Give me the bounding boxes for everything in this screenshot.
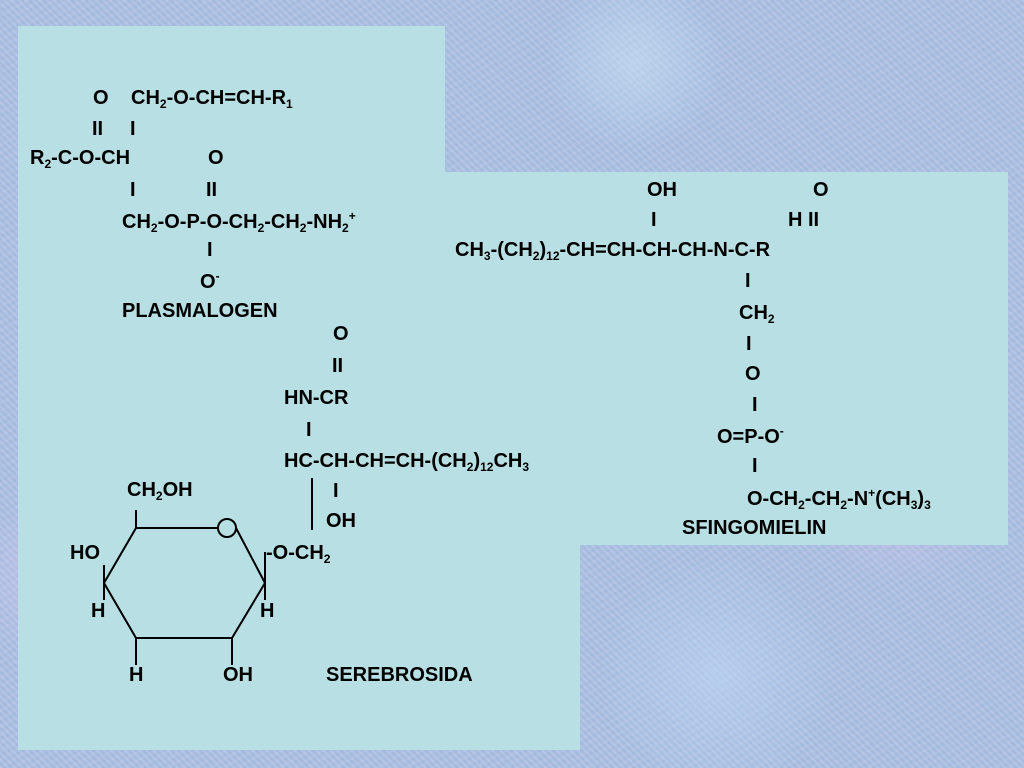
single-bond-mark: I xyxy=(752,455,758,477)
carbonyl-oxygen: O xyxy=(93,87,109,109)
ring-edge xyxy=(231,582,266,639)
sfingomielin-title: SFINGOMIELIN xyxy=(682,517,827,539)
single-bond-mark: I xyxy=(130,179,136,201)
glycosidic-linkage: -O-CH2 xyxy=(266,542,331,566)
ring-hydrogen: H xyxy=(260,600,275,622)
plasmalogen-title: PLASMALOGEN xyxy=(122,300,278,322)
single-bond-mark: I xyxy=(651,209,657,231)
hydroxymethyl-group: CH2OH xyxy=(127,479,193,503)
double-bond-mark: II xyxy=(206,179,218,201)
double-bond-mark: II xyxy=(92,118,104,140)
double-bond-mark: II xyxy=(332,355,344,377)
amide-oxygen: O xyxy=(813,179,829,201)
hydroxyl-group: OH xyxy=(647,179,677,201)
ring-hydrogen: H xyxy=(91,600,106,622)
amide-hydrogen-double-bond: H II xyxy=(788,209,820,231)
phosphate-anion-oxygen: O- xyxy=(200,269,220,293)
sfingomielin-panel xyxy=(445,172,1008,545)
ring-oxygen xyxy=(217,518,237,538)
single-bond-mark: I xyxy=(130,118,136,140)
phosphoryl-oxygen: O xyxy=(208,147,224,169)
serebrosida-title: SEREBROSIDA xyxy=(326,664,473,686)
choline-group: O-CH2-CH2-N+(CH3)3 xyxy=(747,486,931,512)
ring-hydrogen: H xyxy=(129,664,144,686)
plasmalogen-panel xyxy=(18,26,445,356)
ring-edge xyxy=(103,582,137,639)
ring-hydroxyl: HO xyxy=(70,542,100,564)
single-bond-mark: I xyxy=(207,239,213,261)
phosphoethanolamine-chain: CH2-O-P-O-CH2-CH2-NH2+ xyxy=(122,209,356,235)
single-bond-mark: I xyxy=(306,419,312,441)
r2-ester-group: R2-C-O-CH xyxy=(30,147,131,171)
hydroxyl-group: OH xyxy=(326,510,356,532)
single-bond-mark: I xyxy=(746,333,752,355)
single-bond-mark: I xyxy=(752,394,758,416)
ring-edge xyxy=(103,527,137,584)
sphingosine-chain: CH3-(CH2)12-CH=CH-CH-CH-N-C-R xyxy=(455,239,771,263)
phosphate-group: O=P-O- xyxy=(717,424,784,448)
single-bond-mark: I xyxy=(745,270,751,292)
ring-edge xyxy=(235,527,266,584)
methylene-group: CH2 xyxy=(739,302,775,326)
ring-hydroxyl: OH xyxy=(223,664,253,686)
sphingosine-chain: HC-CH-CH=CH-(CH2)12CH3 xyxy=(284,450,530,474)
amide-oxygen: O xyxy=(333,323,349,345)
ester-oxygen: O xyxy=(745,363,761,385)
single-bond-mark: I xyxy=(333,480,339,502)
vinyl-ether-chain: CH2-O-CH=CH-R1 xyxy=(131,87,293,111)
amide-group: HN-CR xyxy=(284,387,349,409)
